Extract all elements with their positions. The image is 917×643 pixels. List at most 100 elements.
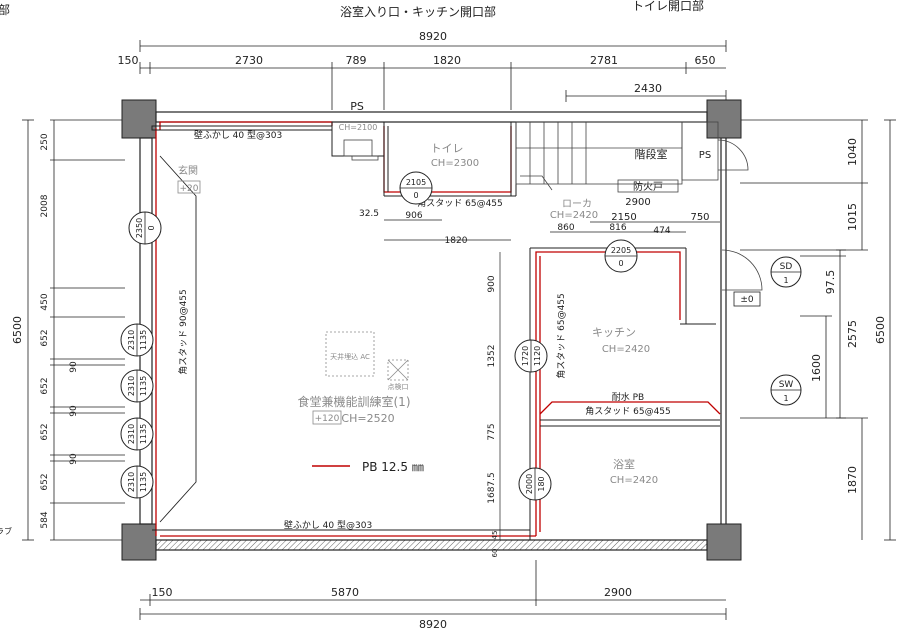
svg-text:2310: 2310 — [127, 376, 136, 396]
entrance-level-box — [177, 180, 201, 194]
main-level-box — [312, 410, 342, 425]
zero-level: ±0 — [740, 295, 754, 305]
dim-inner-60: 60 — [491, 549, 499, 558]
room-ps-top: PS — [350, 100, 364, 113]
exterior-walls — [139, 111, 727, 551]
dim-bottom-2: 5870 — [331, 586, 359, 599]
note-stud-kitchen: 角スタッド 65@455 — [555, 293, 567, 379]
dim-inner-45: 45 — [491, 531, 499, 540]
dim-right-c2: 1870 — [846, 466, 859, 494]
note-stud-left: 角スタッド 90@455 — [177, 289, 189, 375]
right-dimensions — [740, 119, 896, 541]
room-bath: 浴室 — [613, 457, 635, 471]
door-mark-9: 2000 180 — [518, 467, 552, 501]
stairs — [515, 121, 763, 307]
ac-label: 天井埋込 AC — [330, 352, 370, 361]
dim-top-4: 1820 — [433, 54, 461, 67]
svg-text:1135: 1135 — [139, 376, 148, 396]
dim-bottom-3: 2900 — [604, 586, 632, 599]
dim-left-5: 90 — [69, 361, 79, 373]
dim-inner-1820: 1820 — [445, 236, 468, 246]
window-mark-sw: SW 1 — [770, 374, 802, 406]
dim-top-2: 2730 — [235, 54, 263, 67]
svg-text:2310: 2310 — [127, 330, 136, 350]
dim-top-1: 150 — [118, 54, 139, 67]
door-mark-7: 2205 0 — [604, 239, 638, 273]
svg-text:2105: 2105 — [406, 178, 426, 187]
room-ps-right: PS — [699, 150, 711, 161]
svg-text:1720: 1720 — [521, 346, 530, 366]
kitchen-ceiling: CH=2420 — [602, 344, 650, 355]
note-stud-toilet: 角スタッド 65@455 — [417, 197, 503, 209]
svg-text:2000: 2000 — [525, 474, 534, 494]
door-mark-3: 2310 1135 — [120, 369, 154, 403]
dim-inner-906: 906 — [405, 211, 422, 221]
left-dim-labels: 6500 250 2008 450 652 90 652 90 652 90 6… — [11, 133, 79, 528]
door-mark-5: 2310 1135 — [120, 465, 154, 499]
toilet-ceiling: CH=2300 — [431, 158, 479, 169]
dim-left-1: 250 — [40, 133, 50, 150]
dim-left-3: 450 — [40, 293, 50, 310]
structural-columns — [121, 99, 742, 561]
dim-inner-900: 900 — [487, 275, 497, 292]
entrance-outline — [159, 155, 197, 523]
window-mark-sd: SD 1 — [770, 256, 802, 288]
room-main: 食堂兼機能訓練室(1) — [298, 394, 411, 409]
dim-right-b2: 2575 — [846, 320, 859, 348]
svg-text:SW: SW — [779, 380, 794, 390]
dim-top-6: 650 — [695, 54, 716, 67]
dim-bottom-1: 150 — [152, 586, 173, 599]
door-mark-6: 2105 0 — [399, 171, 433, 205]
room-entrance: 玄関 — [178, 164, 198, 177]
dim-right-total: 6500 — [874, 316, 887, 344]
svg-text:1135: 1135 — [139, 424, 148, 444]
svg-text:0: 0 — [413, 191, 418, 200]
corridor-ceiling: CH=2420 — [550, 210, 598, 221]
dim-top-5: 2781 — [590, 54, 618, 67]
dim-right-c1: 1600 — [810, 354, 823, 382]
svg-text:2310: 2310 — [127, 472, 136, 492]
dim-inner-1352: 1352 — [487, 345, 497, 368]
svg-text:2350: 2350 — [135, 218, 144, 238]
dim-top-3: 789 — [346, 54, 367, 67]
dim-inner-2150: 2150 — [611, 212, 636, 223]
svg-text:2205: 2205 — [611, 246, 631, 255]
svg-text:1: 1 — [783, 394, 788, 403]
dim-bottom-total: 8920 — [419, 618, 447, 631]
svg-text:1120: 1120 — [533, 346, 542, 366]
ps-ceiling: CH=2100 — [339, 123, 378, 132]
svg-text:1135: 1135 — [139, 472, 148, 492]
note-fire-pb: 耐水 PB — [612, 391, 644, 403]
dim-left-11: 584 — [40, 511, 50, 528]
svg-text:0: 0 — [618, 259, 623, 268]
dim-inner-860: 860 — [557, 223, 574, 233]
dim-left-7: 90 — [69, 405, 79, 417]
legend-label: PB 12.5 ㎜ — [362, 460, 424, 474]
door-mark-8: 1720 1120 — [514, 339, 548, 373]
dim-left-2: 2008 — [40, 194, 50, 217]
dim-inner-750: 750 — [690, 212, 709, 223]
ps-fixture — [343, 139, 379, 161]
note-wall-top: 壁ふかし 40 型@303 — [194, 129, 282, 141]
dim-left-total: 6500 — [11, 316, 24, 344]
room-kitchen: キッチン — [592, 326, 636, 339]
note-wall-bottom: 壁ふかし 40 型@303 — [284, 519, 372, 531]
svg-text:0: 0 — [147, 225, 156, 230]
dim-right-a1: 1040 — [846, 138, 859, 166]
svg-text:2310: 2310 — [127, 424, 136, 444]
bath-ceiling: CH=2420 — [610, 475, 658, 486]
room-firedoor: 防火戸 — [633, 180, 663, 193]
dim-inner-474: 474 — [653, 226, 670, 236]
dim-inner-32-5: 32.5 — [359, 209, 379, 219]
door-mark-4: 2310 1135 — [120, 417, 154, 451]
note-stud-bath: 角スタッド 65@455 — [585, 405, 671, 417]
dim-top-total: 8920 — [419, 30, 447, 43]
left-dimensions — [22, 119, 125, 541]
dim-inner-775: 775 — [487, 423, 497, 440]
header-left-partial: 部 — [0, 2, 10, 17]
inspection-label: 点検口 — [388, 382, 409, 391]
dim-top-sub: 2430 — [634, 82, 662, 95]
dim-inner-1687-5: 1687.5 — [487, 472, 497, 504]
inner-dimension-lines — [384, 219, 720, 540]
